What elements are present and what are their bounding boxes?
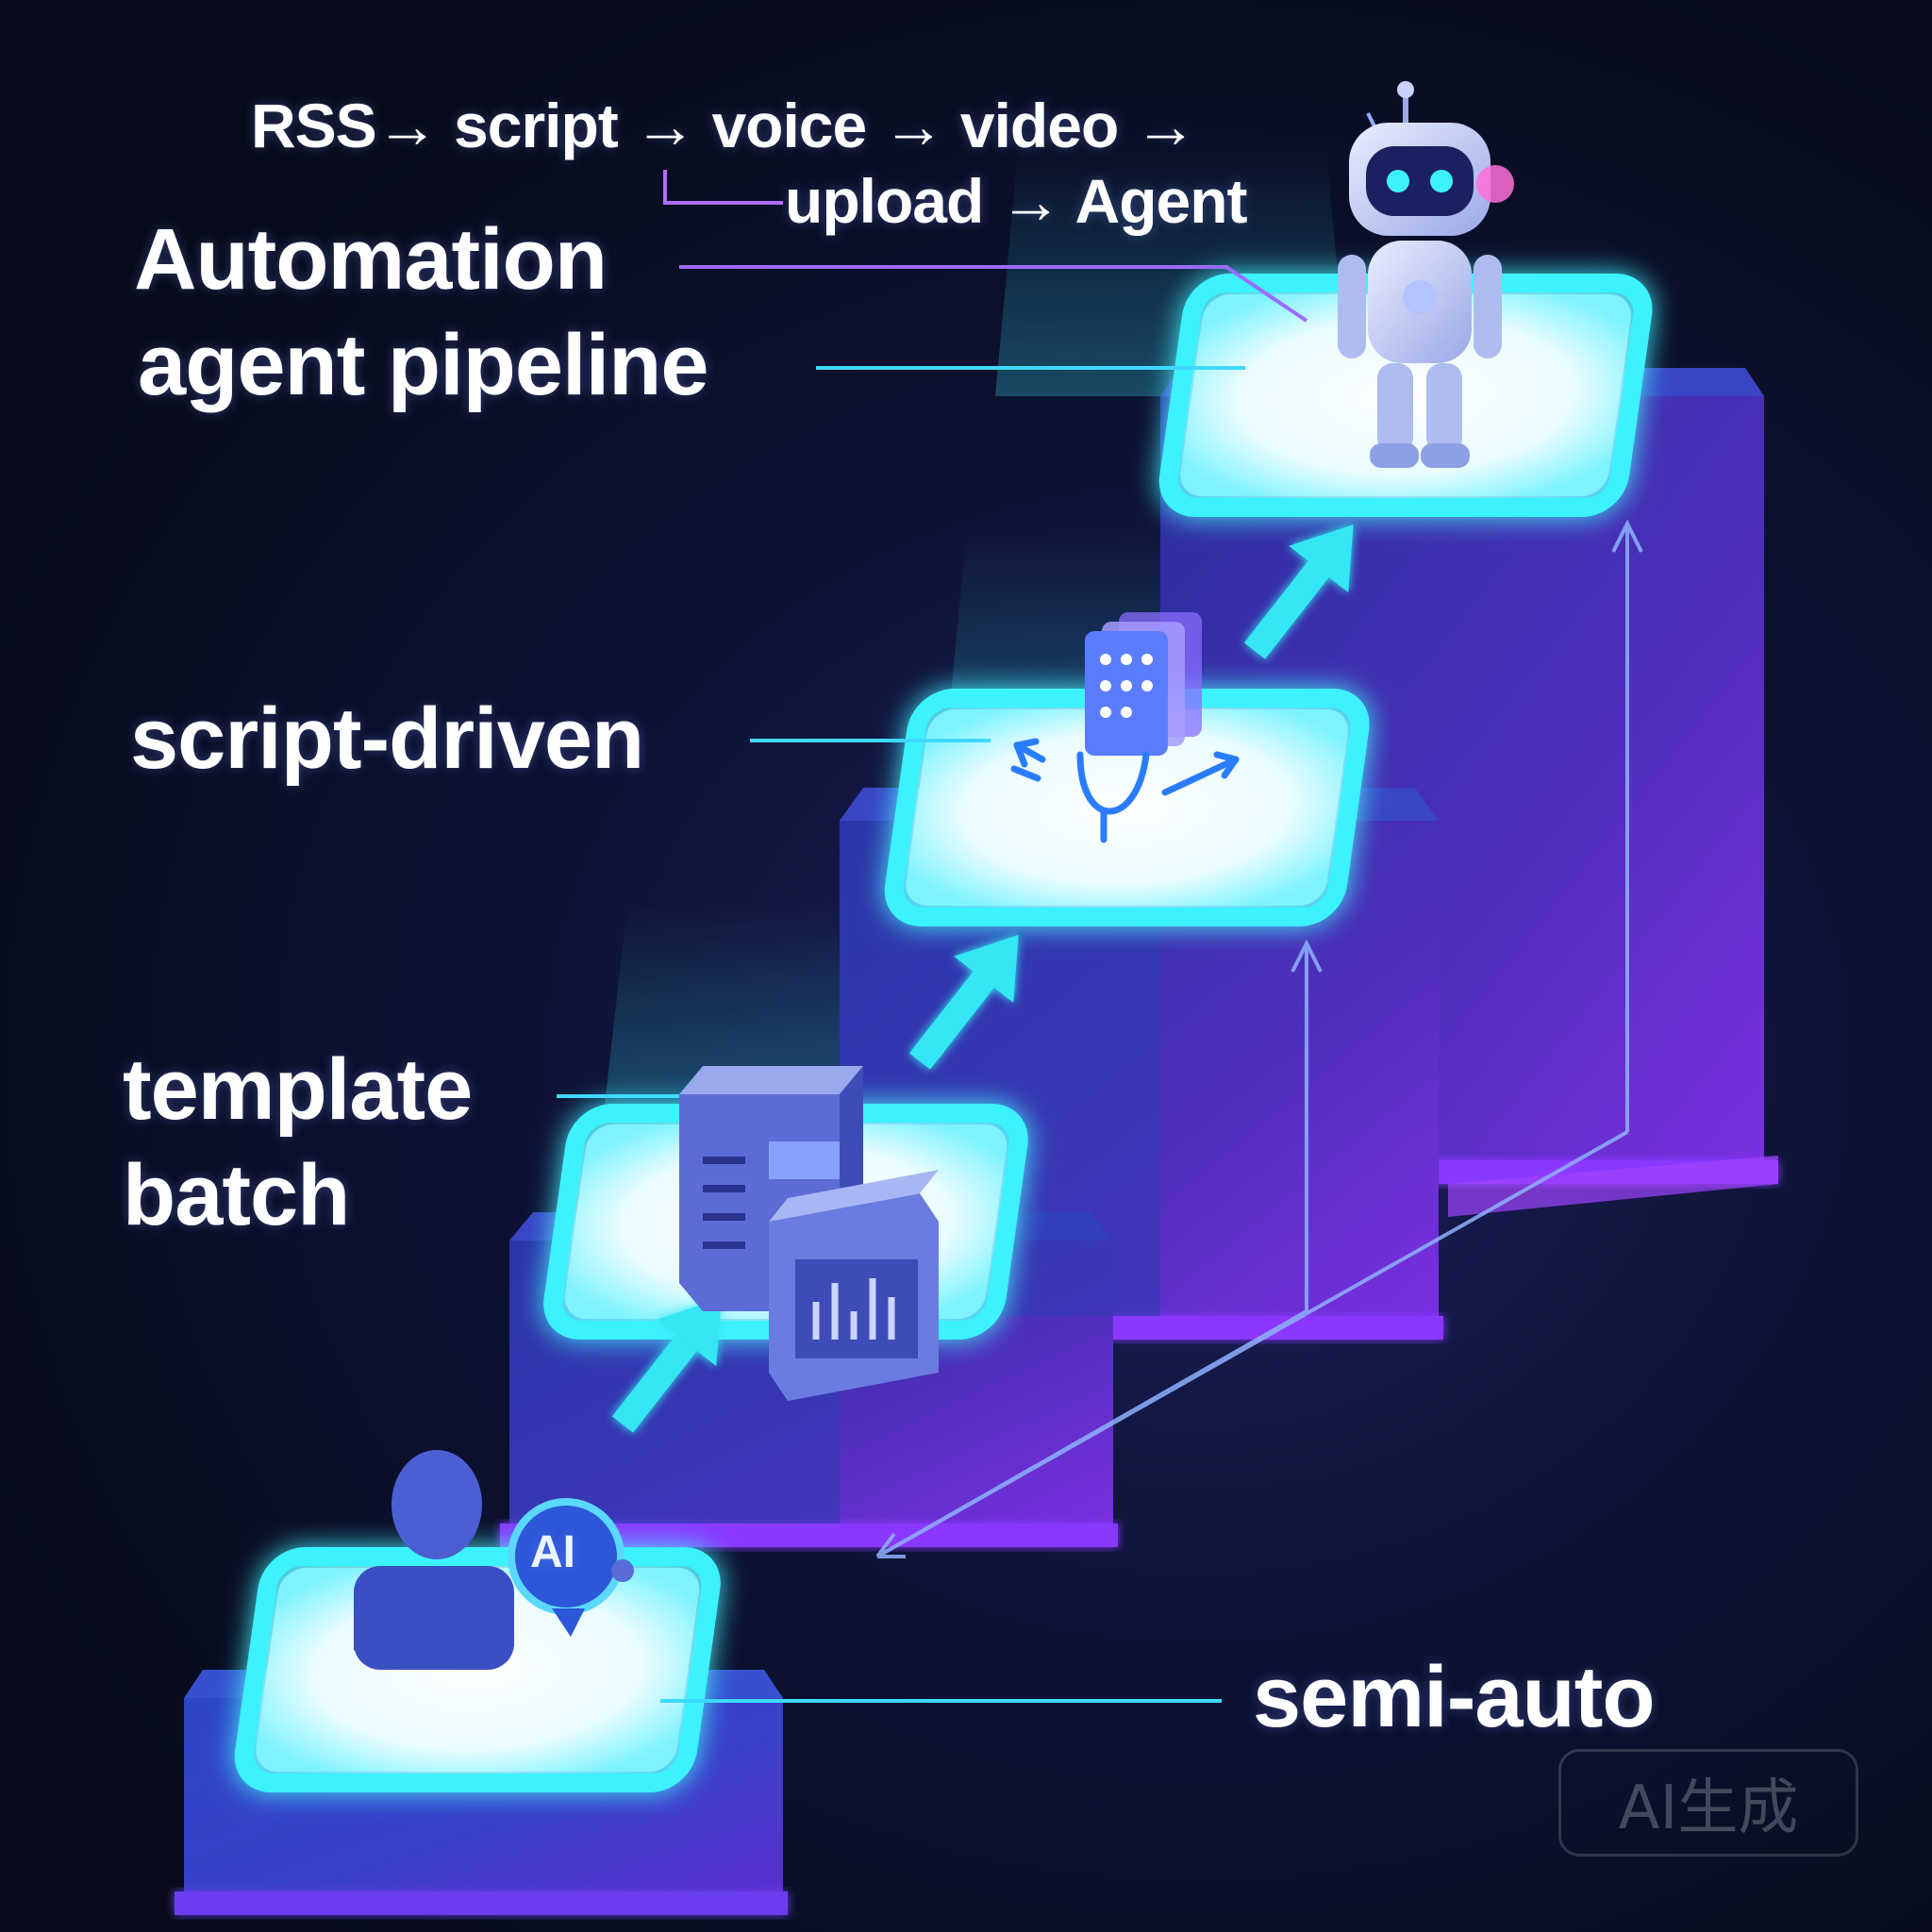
ai-generated-watermark: AI生成 [1558, 1749, 1858, 1857]
person-ai-icon [354, 1450, 634, 1670]
robot-icon [1338, 81, 1514, 468]
arrow-up-1 [611, 1298, 722, 1433]
arrow-up-3 [1243, 525, 1354, 659]
stage-automation-title-line1: Automation [134, 211, 608, 308]
ai-badge-label: AI [530, 1527, 575, 1577]
stage-semi-title: semi-auto [1253, 1649, 1656, 1745]
progress-arrows [611, 525, 1354, 1433]
flow-cards-icon [1085, 612, 1202, 756]
pipeline-flow-line1: RSS→ script → voice → video → [251, 91, 1197, 160]
stage-template-title-line1: template [123, 1041, 473, 1138]
stage-template-title-line2: batch [123, 1147, 350, 1243]
ai-badge-icon [508, 1498, 634, 1637]
thin-connector-lines [875, 519, 1643, 1558]
person-icon [354, 1450, 514, 1670]
branch-arrows-icon [1010, 738, 1240, 843]
pipeline-flow-line2: upload → Agent [785, 166, 1248, 236]
stage-automation-title-line2: agent pipeline [138, 317, 709, 413]
server-blocks-icon [679, 1066, 939, 1401]
stage-script-title: script-driven [130, 691, 644, 787]
arrow-up-2 [908, 935, 1019, 1070]
